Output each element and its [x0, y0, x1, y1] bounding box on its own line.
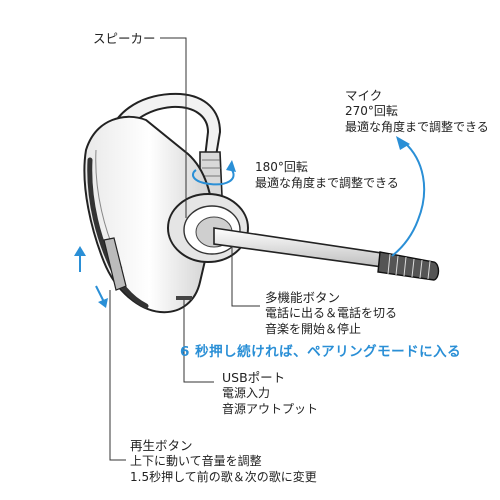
label-speaker: スピーカー: [93, 31, 156, 46]
leader-usb: [183, 300, 214, 383]
label-play-button-line1: 上下に動いて音量を調整: [130, 454, 262, 468]
play-rocker: [103, 237, 127, 291]
label-multi-button-line1: 電話に出る＆電話を切る: [265, 306, 398, 320]
label-play-button-line2: 1.5秒押して前の歌＆次の歌に変更: [130, 470, 317, 484]
rotate-180-arrow-icon: [192, 169, 235, 186]
label-usb-title: USBポート: [222, 370, 286, 385]
label-mic-title: マイク: [345, 88, 383, 103]
label-usb-line1: 電源入力: [222, 386, 271, 400]
microphone-boom: [213, 227, 391, 269]
label-usb-line2: 音源アウトプット: [222, 402, 319, 416]
label-mic-adjust: 最適な角度まで調整できる: [345, 120, 489, 134]
leader-play-button: [109, 290, 126, 461]
label-mic-rotation: 270°回転: [345, 104, 398, 118]
label-multi-button-line2: 音楽を開始＆停止: [265, 322, 362, 336]
label-play-button-title: 再生ボタン: [130, 438, 193, 453]
leader-multi-button: [231, 246, 260, 307]
leader-speaker: [160, 37, 187, 218]
microphone-tip: [377, 251, 440, 281]
label-pairing: 6 秒押し続ければ、ペアリングモードに入る: [180, 344, 462, 360]
label-boom-rotation: 180°回転: [255, 160, 308, 174]
rotate-270-arrow-icon: [391, 141, 426, 257]
usb-slot-shape: [176, 296, 192, 300]
leader-lines: [109, 37, 260, 461]
label-multi-button-title: 多機能ボタン: [265, 290, 341, 305]
volume-down-arrow-icon: [95, 285, 105, 303]
label-boom-adjust: 最適な角度まで調整できる: [255, 176, 399, 190]
